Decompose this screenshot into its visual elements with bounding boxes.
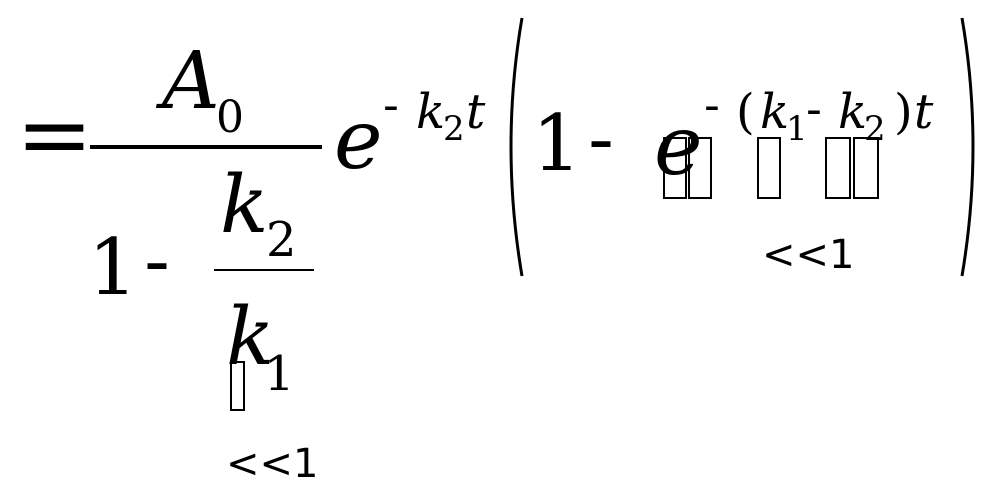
exp2-k2-subscript: 2 [864,109,886,149]
exp2-open-paren: ( [736,84,755,140]
exp-base: e [334,93,383,188]
ratio-denominator-subscript: 1 [264,346,295,402]
bracket-one: 1 [532,99,582,189]
exp-k: k [416,84,445,140]
bracket-approximation: <<1 [762,232,854,278]
exp2-base: e [654,99,703,194]
placeholder-box [230,361,245,411]
ratio-denominator-symbol: k [226,290,274,383]
exp-k-subscript: 2 [443,109,465,149]
exp2-inner-minus: - [806,84,822,135]
placeholder-box [825,137,851,199]
numerator-symbol: A [155,34,220,127]
exp-minus: - [383,80,399,131]
left-big-paren [509,17,524,277]
placeholder-box [688,137,712,199]
exp2-minus: - [704,80,720,131]
denominator-one: 1 [88,223,138,313]
placeholder-box [853,137,879,199]
ratio-numerator-subscript: 2 [266,212,297,268]
ratio-numerator-symbol: k [220,158,268,251]
placeholder-box [757,137,781,199]
numerator-subscript: 0 [216,92,244,143]
exp2-t: t [914,84,934,140]
placeholder-box [663,137,687,199]
exp2-close-paren: ) [894,84,913,140]
equals-sign: = [16,81,93,188]
right-big-paren [960,17,975,277]
exp-t: t [466,84,486,140]
bracket-minus: - [588,97,614,181]
ratio-approximation: <<1 [226,441,318,487]
denominator-minus: - [144,219,170,303]
exp2-k1: k [760,84,789,140]
exp2-k1-subscript: 1 [786,109,808,149]
exp2-k2: k [838,84,867,140]
